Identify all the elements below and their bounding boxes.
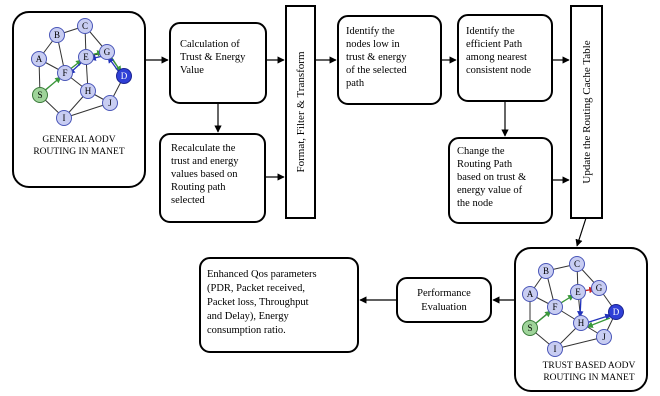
node-j-2: J <box>596 329 612 345</box>
general-aodv-frame <box>12 11 146 188</box>
node-f-2: F <box>547 299 563 315</box>
format-filter-transform-bar: Format, Filter & Transform <box>285 5 316 219</box>
svg-text:G: G <box>104 47 111 57</box>
svg-text:S: S <box>37 90 42 100</box>
svg-text:Recalculate the: Recalculate the <box>171 143 236 154</box>
identify-low-nodes-box: Identify the nodes low in trust & energy… <box>337 15 442 105</box>
svg-text:Format, Filter & Transform: Format, Filter & Transform <box>295 51 307 172</box>
svg-text:Value: Value <box>180 65 204 76</box>
node-a-2: A <box>522 286 538 302</box>
svg-text:E: E <box>83 52 89 62</box>
node-i: I <box>56 110 72 126</box>
node-j: J <box>102 95 118 111</box>
trust-aodv-caption-line-2: ROUTING IN MANET <box>543 373 634 383</box>
svg-text:trust and energy: trust and energy <box>171 156 239 167</box>
svg-text:H: H <box>578 318 585 328</box>
svg-text:G: G <box>596 283 603 293</box>
svg-text:Evaluation: Evaluation <box>421 302 467 313</box>
svg-text:I: I <box>63 113 66 123</box>
efficient-path-box: Identify the efficient Path among neares… <box>457 14 553 102</box>
node-i-2: I <box>547 341 563 357</box>
node-b-2: B <box>538 263 554 279</box>
flow-arrows <box>145 56 587 304</box>
svg-text:Change the: Change the <box>457 146 505 157</box>
node-d-destination-2: D <box>608 304 624 320</box>
svg-text:D: D <box>121 71 128 81</box>
svg-text:C: C <box>574 259 580 269</box>
node-s-source: S <box>32 87 48 103</box>
trust-aodv-panel: B C A E F G H <box>514 247 648 392</box>
svg-text:Identify the: Identify the <box>466 26 515 37</box>
svg-text:F: F <box>552 302 557 312</box>
network-nodes-2: B C A E F G H <box>522 256 624 357</box>
general-aodv-panel: B C A E F G D <box>12 11 146 188</box>
svg-text:Routing Path: Routing Path <box>457 159 513 170</box>
node-g-2: G <box>591 280 607 296</box>
node-b: B <box>49 27 65 43</box>
svg-text:selected: selected <box>171 195 206 206</box>
trust-aodv-caption-line-1: TRUST BASED AODV <box>543 361 636 371</box>
svg-text:Identify the: Identify the <box>346 26 395 37</box>
svg-text:Update the Routing Cache Table: Update the Routing Cache Table <box>581 40 593 183</box>
svg-text:consumption ratio.: consumption ratio. <box>207 325 286 336</box>
svg-text:values based on: values based on <box>171 169 238 180</box>
svg-text:path: path <box>346 78 365 89</box>
svg-text:E: E <box>575 287 581 297</box>
svg-text:Calculation of: Calculation of <box>180 39 240 50</box>
svg-text:Enhanced Qos parameters: Enhanced Qos parameters <box>207 269 317 280</box>
node-f: F <box>57 65 73 81</box>
calc-trust-energy-box: Calculation of Trust & Energy Value <box>169 22 267 104</box>
general-aodv-caption-line-2: ROUTING IN MANET <box>33 147 124 157</box>
svg-text:nodes low in: nodes low in <box>346 39 400 50</box>
update-routing-cache-bar: Update the Routing Cache Table <box>570 5 603 219</box>
svg-text:Performance: Performance <box>417 288 471 299</box>
svg-text:D: D <box>613 307 620 317</box>
svg-text:consistent node: consistent node <box>466 65 531 76</box>
svg-text:Trust & Energy: Trust & Energy <box>180 52 246 63</box>
svg-text:C: C <box>82 21 88 31</box>
svg-text:F: F <box>62 68 67 78</box>
svg-text:efficient Path: efficient Path <box>466 39 523 50</box>
svg-text:among nearest: among nearest <box>466 52 527 63</box>
svg-text:S: S <box>527 323 532 333</box>
svg-text:of the selected: of the selected <box>346 65 407 76</box>
change-routing-path-box: Change the Routing Path based on trust &… <box>448 137 553 224</box>
svg-text:the node: the node <box>457 198 493 209</box>
general-aodv-caption-line-1: GENERAL AODV <box>42 135 115 145</box>
node-h-2: H <box>573 315 589 331</box>
node-h: H <box>80 83 96 99</box>
svg-text:(PDR, Packet received,: (PDR, Packet received, <box>207 283 305 294</box>
svg-text:A: A <box>527 289 534 299</box>
enhanced-qos-box: Enhanced Qos parameters (PDR, Packet rec… <box>199 257 359 353</box>
svg-text:Routing path: Routing path <box>171 182 226 193</box>
performance-evaluation-box: Performance Evaluation <box>396 277 492 323</box>
node-c: C <box>77 18 93 34</box>
svg-text:J: J <box>108 98 112 108</box>
recalculate-box: Recalculate the trust and energy values … <box>159 133 266 223</box>
svg-text:energy value of: energy value of <box>457 185 523 196</box>
network-nodes: B C A E F G D <box>31 18 132 126</box>
svg-text:based on trust &: based on trust & <box>457 172 526 183</box>
svg-text:A: A <box>36 54 43 64</box>
node-s-source-2: S <box>522 320 538 336</box>
svg-text:Packet loss, Throughput: Packet loss, Throughput <box>207 297 309 308</box>
svg-text:J: J <box>602 332 606 342</box>
svg-text:H: H <box>85 86 92 96</box>
arrow-update-to-trust-network <box>575 217 587 247</box>
node-g: G <box>99 44 115 60</box>
node-e: E <box>78 49 94 65</box>
svg-text:I: I <box>554 344 557 354</box>
svg-text:B: B <box>543 266 549 276</box>
svg-text:trust & energy: trust & energy <box>346 52 407 63</box>
node-d-destination: D <box>116 68 132 84</box>
node-c-2: C <box>569 256 585 272</box>
node-a: A <box>31 51 47 67</box>
svg-text:and Delay), Energy: and Delay), Energy <box>207 311 289 322</box>
svg-text:B: B <box>54 30 60 40</box>
node-e-2: E <box>570 284 586 300</box>
